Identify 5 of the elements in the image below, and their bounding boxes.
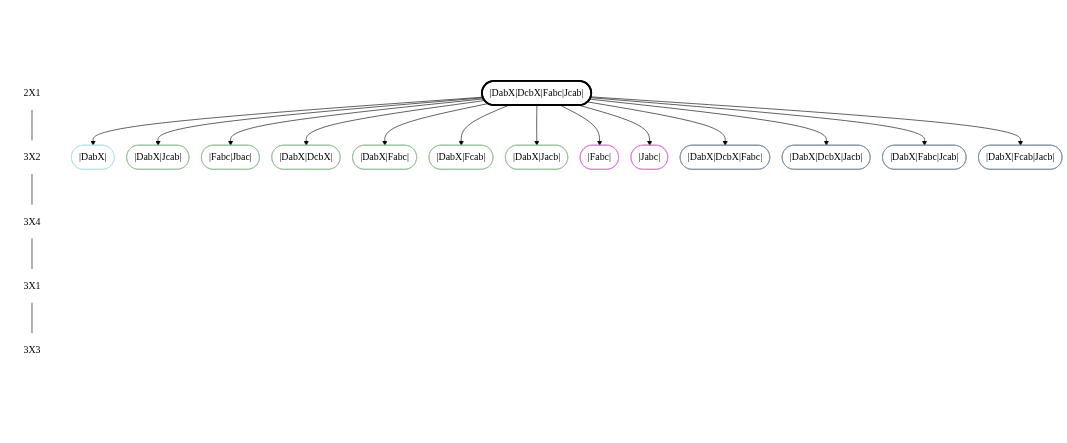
- node-text: 3X2: [23, 151, 41, 163]
- node-text: 3X4: [23, 215, 41, 227]
- node-text: 3X3: [23, 344, 41, 355]
- node-text: 3X1: [23, 280, 41, 291]
- node-text: 2X1: [23, 87, 41, 98]
